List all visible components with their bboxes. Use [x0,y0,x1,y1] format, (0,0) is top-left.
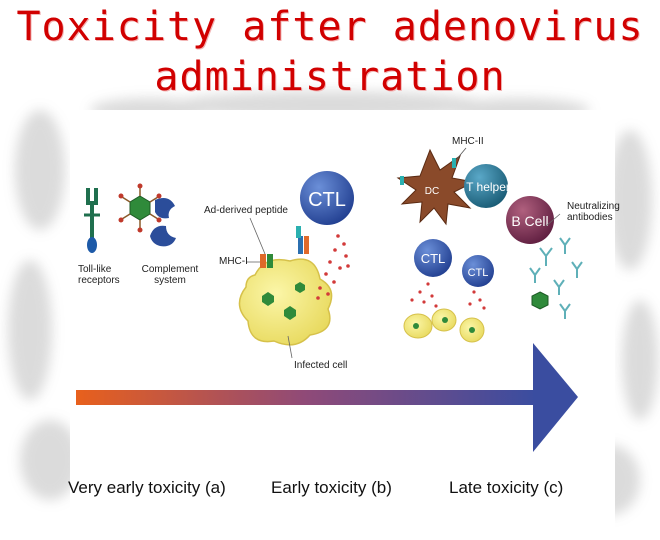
neutralizing-antibodies-icon [529,237,583,319]
slide-title: Toxicity after adenovirus administration [0,2,660,102]
infected-cells-late [403,308,485,343]
b-cell: B Cell [506,196,554,244]
adenovirus-icon [118,183,162,233]
title-line-2: administration [154,54,506,100]
infected-cell [238,258,333,346]
ctl-cell-small: CTL [462,255,494,287]
t-helper-label: T helper [466,180,510,194]
t-helper-cell: T helper [464,164,510,208]
adenovirus-late-icon [531,291,549,310]
title-line-1: Toxicity after adenovirus [16,4,644,50]
dc-label: DC [425,186,439,197]
mhc-ii-marker-icon [400,147,467,185]
phase-early-label: Early toxicity (b) [271,478,392,497]
toll-like-receptor-icon [84,188,100,253]
mhc-ii-label: MHC-II [452,136,484,147]
ctl-cell-mid: CTL [414,239,452,277]
timeline-arrow [76,343,578,452]
ctl-small-label: CTL [468,267,489,279]
b-cell-label: B Cell [511,213,548,229]
phase-late-label: Late toxicity (c) [449,478,564,497]
infected-cell-label: Infected cell [294,360,348,371]
cytotoxic-granules-late [410,282,486,310]
dendritic-cell: DC [396,148,476,226]
complement-protein-icon [150,198,176,247]
phase-very-early-label: Very early toxicity (a) [68,478,226,497]
neutralizing-antibodies-label: Neutralizing antibodies [567,201,620,223]
complement-system-label: Complement system [141,264,199,286]
cytotoxic-granules-early [316,234,350,300]
ctl-cell-large: CTL [300,171,354,225]
mhc-i-receptor-icon [260,226,309,268]
mhc-i-label: MHC-I [219,256,248,267]
leader-lines [246,213,561,359]
ctl-mid-label: CTL [421,251,446,266]
toll-like-receptors-label: Toll-like receptors [78,264,120,286]
ad-derived-peptide-label: Ad-derived peptide [204,205,288,216]
ctl-large-label: CTL [308,189,346,211]
